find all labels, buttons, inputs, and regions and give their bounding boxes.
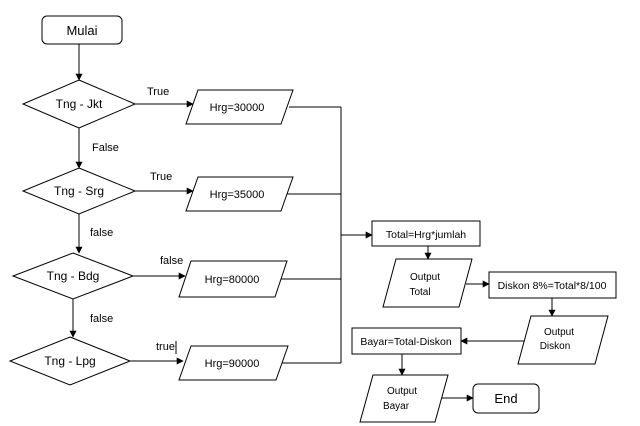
decision-lpg-label: Tng - Lpg [44, 354, 95, 368]
output-total: Output Total [382, 258, 473, 308]
price-lpg: Hrg=90000 [178, 345, 289, 381]
price-lpg-label: Hrg=90000 [205, 358, 260, 370]
output-diskon-line2: Diskon [540, 341, 571, 352]
output-bayar-line2: Bayar [383, 401, 410, 412]
price-srg-label: Hrg=35000 [210, 189, 265, 201]
price-bdg: Hrg=80000 [178, 260, 288, 298]
edge-label-lpg-true: true [156, 341, 175, 353]
process-total-label: Total=Hrg*jumlah [386, 229, 466, 241]
process-diskon: Diskon 8%=Total*8/100 [488, 271, 617, 299]
edge-label-jkt-true: True [147, 86, 169, 98]
start-node: Mulai [41, 15, 123, 45]
process-diskon-label: Diskon 8%=Total*8/100 [498, 280, 607, 292]
merge-connector [281, 106, 373, 364]
decision-bdg-label: Tng - Bdg [47, 269, 100, 283]
process-bayar: Bayar=Total-Diskon [351, 327, 462, 355]
output-total-line2: Total [409, 287, 430, 298]
process-bayar-label: Bayar=Total-Diskon [360, 336, 451, 348]
price-jkt-label: Hrg=30000 [210, 102, 265, 114]
decision-jkt: Tng - Jkt [21, 79, 137, 129]
decision-srg: Tng - Srg [21, 167, 137, 215]
output-total-line1: Output [410, 272, 440, 283]
decision-srg-label: Tng - Srg [54, 184, 104, 198]
price-jkt: Hrg=30000 [185, 89, 294, 125]
decision-bdg: Tng - Bdg [11, 252, 135, 300]
edge-label-jkt-false: False [92, 142, 119, 154]
output-bayar-line1: Output [387, 386, 417, 397]
decision-lpg: Tng - Lpg [8, 336, 132, 386]
edge-label-srg-true: True [150, 171, 172, 183]
output-diskon: Output Diskon [517, 315, 609, 365]
edge-label-srg-false: false [90, 227, 113, 239]
price-bdg-label: Hrg=80000 [205, 274, 260, 286]
decision-jkt-label: Tng - Jkt [56, 97, 103, 111]
output-bayar: Output Bayar [359, 374, 449, 423]
edge-label-bdg-true: false [160, 255, 183, 267]
end-label: End [494, 391, 517, 406]
end-node: End [472, 383, 540, 414]
edge-label-bdg-false: false [90, 313, 113, 325]
price-srg: Hrg=35000 [185, 176, 294, 212]
output-diskon-line1: Output [544, 327, 574, 338]
start-label: Mulai [66, 23, 97, 38]
process-total: Total=Hrg*jumlah [371, 220, 481, 247]
